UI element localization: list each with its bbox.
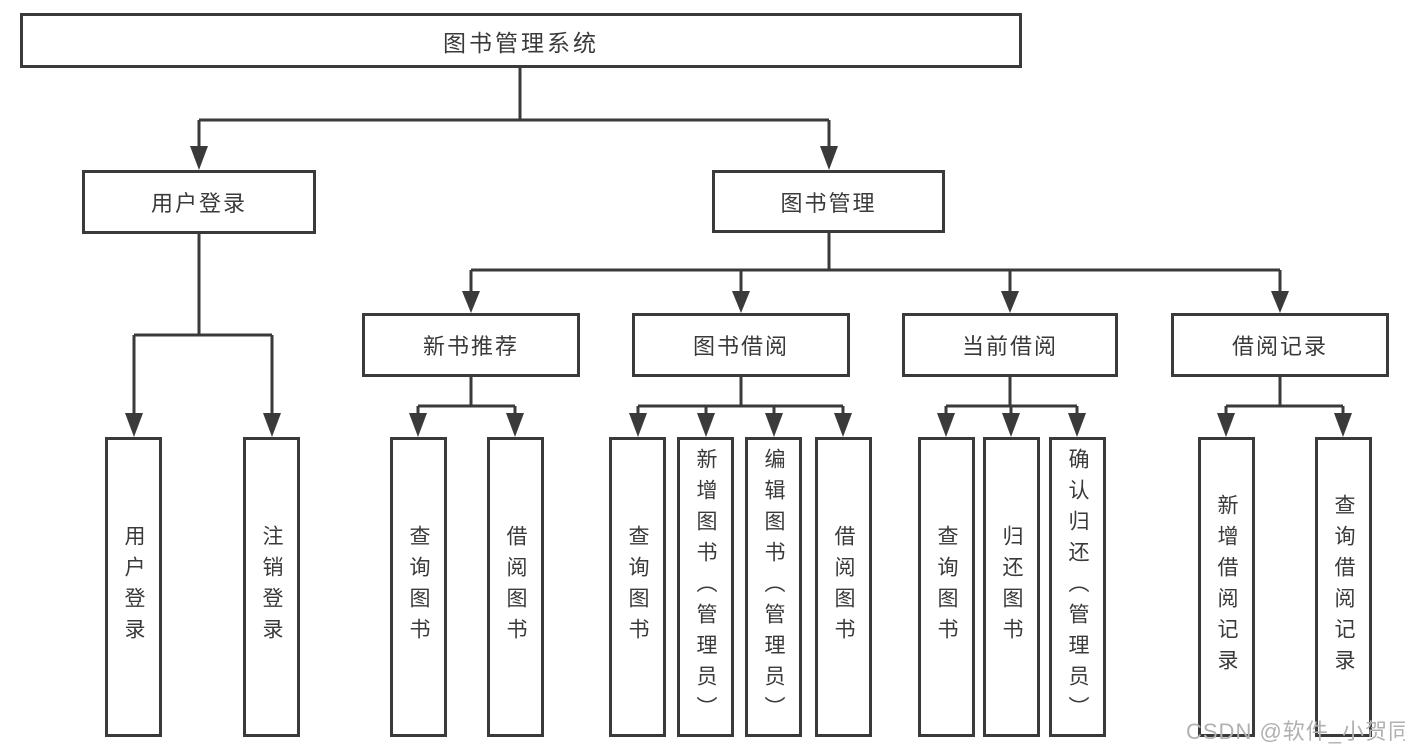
arrowheads [125, 146, 1352, 437]
arrowhead [1217, 413, 1235, 437]
leaf-current-confirm-return-admin: 确认归还（管理员） [1049, 437, 1106, 737]
leaf-current-query-books: 查询图书 [918, 437, 975, 737]
leaf-records-add-record: 新增借阅记录 [1198, 437, 1255, 737]
leaf-borrowing-query-books: 查询图书 [609, 437, 666, 737]
node-new-book-recommend-label: 新书推荐 [422, 334, 519, 359]
node-root-label: 图书管理系统 [443, 29, 599, 56]
arrowhead [1068, 413, 1086, 437]
leaf-logout: 注销登录 [243, 437, 300, 737]
arrowhead [1002, 413, 1020, 437]
leaf-borrowing-edit-books-admin: 编辑图书（管理员） [745, 437, 802, 737]
tree-edges [132, 68, 1345, 415]
node-book-borrowing: 图书借阅 [632, 313, 850, 377]
arrowhead [1001, 291, 1019, 313]
arrowhead [820, 146, 838, 170]
arrowhead [834, 413, 852, 437]
leaf-recommend-query-books-label: 查询图书 [407, 525, 430, 649]
arrowhead [629, 413, 647, 437]
node-current-borrowing: 当前借阅 [902, 313, 1118, 377]
leaf-borrowing-borrow-books-label: 借阅图书 [832, 525, 855, 649]
leaf-user-login-label: 用户登录 [122, 525, 145, 649]
leaf-recommend-borrow-books-label: 借阅图书 [504, 525, 527, 649]
node-current-borrowing-label: 当前借阅 [961, 334, 1058, 359]
node-book-management: 图书管理 [712, 170, 945, 233]
node-root: 图书管理系统 [20, 13, 1022, 68]
arrowhead [409, 413, 427, 437]
node-book-management-label: 图书管理 [780, 190, 877, 216]
arrowhead [263, 413, 281, 437]
arrowhead [937, 413, 955, 437]
leaf-borrowing-borrow-books: 借阅图书 [815, 437, 872, 737]
arrowhead [462, 291, 480, 313]
node-user-login: 用户登录 [82, 170, 316, 234]
leaf-logout-label: 注销登录 [260, 525, 283, 649]
arrowhead [125, 413, 143, 437]
node-user-login-label: 用户登录 [150, 191, 247, 216]
leaf-current-return-books-label: 归还图书 [1000, 525, 1023, 649]
leaf-borrowing-query-books-label: 查询图书 [626, 525, 649, 649]
arrowhead [732, 291, 750, 313]
arrowhead [190, 146, 208, 170]
leaf-records-query-record-label: 查询借阅记录 [1332, 494, 1355, 680]
node-borrowing-records-label: 借阅记录 [1231, 334, 1328, 359]
leaf-current-return-books: 归还图书 [983, 437, 1040, 737]
leaf-borrowing-edit-books-admin-label: 编辑图书（管理员） [762, 447, 785, 727]
leaf-recommend-query-books: 查询图书 [390, 437, 447, 737]
arrowhead [1271, 291, 1289, 313]
arrowhead [1334, 413, 1352, 437]
leaf-records-add-record-label: 新增借阅记录 [1215, 494, 1238, 680]
leaf-recommend-borrow-books: 借阅图书 [487, 437, 544, 737]
node-book-borrowing-label: 图书借阅 [692, 334, 789, 359]
arrowhead [697, 413, 715, 437]
leaf-borrowing-add-books-admin: 新增图书（管理员） [677, 437, 734, 737]
csdn-watermark: CSDN @软件_小贺同学 [1186, 719, 1405, 744]
arrowhead [506, 413, 524, 437]
leaf-records-query-record: 查询借阅记录 [1315, 437, 1372, 737]
leaf-user-login: 用户登录 [105, 437, 162, 737]
node-borrowing-records: 借阅记录 [1171, 313, 1389, 377]
leaf-borrowing-add-books-admin-label: 新增图书（管理员） [694, 447, 717, 727]
node-new-book-recommend: 新书推荐 [362, 313, 580, 377]
leaf-current-query-books-label: 查询图书 [935, 525, 958, 649]
arrowhead [765, 413, 783, 437]
leaf-current-confirm-return-admin-label: 确认归还（管理员） [1066, 447, 1089, 727]
